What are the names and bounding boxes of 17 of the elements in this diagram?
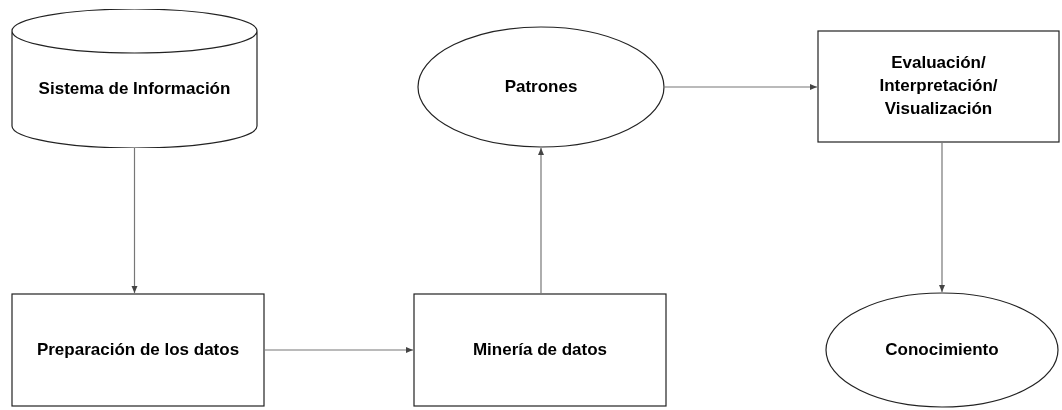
process-box [817,30,1060,143]
result-ellipse [825,292,1059,408]
node-label: Evaluación/ Interpretación/ Visualización [878,52,999,120]
arrow [939,142,945,293]
process-box [11,293,265,407]
node-label: Patrones [504,75,578,98]
node-label: Conocimiento [885,338,999,361]
arrow [664,84,818,90]
result-ellipse [417,26,665,148]
arrow [264,347,414,353]
database-cylinder [11,9,258,148]
node-label: Sistema de Información [38,78,231,101]
node-label: Minería de datos [472,338,608,361]
node-label: Preparación de los datos [36,338,240,361]
process-box [413,293,667,407]
arrow [538,147,544,294]
arrow [131,147,138,294]
